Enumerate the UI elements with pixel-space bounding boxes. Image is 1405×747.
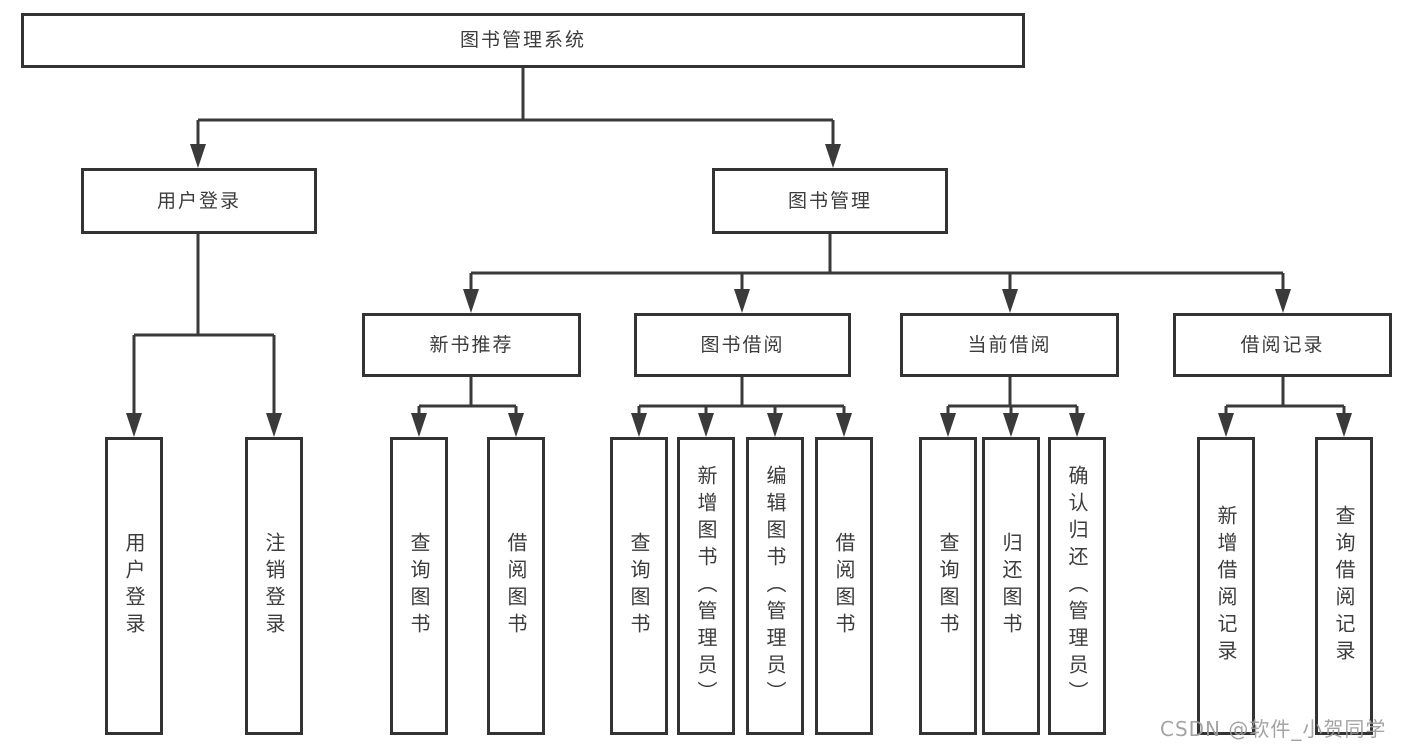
node-label: 图书借阅	[700, 333, 785, 356]
node-label: 查询图书	[627, 532, 651, 640]
node-label: 编辑图书（管理员）	[763, 464, 787, 708]
node-label: 新增图书（管理员）	[694, 464, 718, 708]
leaf-query-books-borrow: 查询图书	[610, 437, 668, 735]
node-label: 借阅图书	[832, 532, 856, 640]
node-label: 用户登录	[156, 189, 241, 212]
node-user-login: 用户登录	[81, 168, 317, 234]
node-current-borrowing: 当前借阅	[900, 313, 1119, 377]
watermark: CSDN @软件_小贺同学	[1160, 717, 1387, 741]
leaf-borrow-books: 借阅图书	[815, 437, 873, 735]
node-label: 归还图书	[999, 532, 1023, 640]
node-label: 查询图书	[407, 532, 431, 640]
node-borrowing-records: 借阅记录	[1173, 313, 1392, 377]
leaf-add-books-admin: 新增图书（管理员）	[677, 437, 735, 735]
node-label: 图书管理系统	[459, 29, 586, 51]
leaf-confirm-return-admin: 确认归还（管理员）	[1048, 437, 1106, 735]
leaf-query-books-current: 查询图书	[919, 437, 977, 735]
leaf-user-login: 用户登录	[105, 437, 163, 735]
node-library-management-system: 图书管理系统	[21, 13, 1025, 68]
node-label: 新书推荐	[429, 333, 514, 356]
node-label: 用户登录	[122, 532, 146, 640]
leaf-query-books-recommend: 查询图书	[390, 437, 448, 735]
node-label: 借阅记录	[1240, 333, 1325, 356]
node-book-borrowing: 图书借阅	[634, 313, 851, 377]
node-label: 确认归还（管理员）	[1065, 464, 1089, 708]
node-label: 查询借阅记录	[1332, 505, 1356, 667]
node-book-management: 图书管理	[712, 168, 948, 234]
node-label: 借阅图书	[504, 532, 528, 640]
leaf-edit-books-admin: 编辑图书（管理员）	[746, 437, 804, 735]
leaf-query-borrow-record: 查询借阅记录	[1315, 437, 1373, 735]
node-label: 图书管理	[787, 189, 872, 212]
node-new-book-recommendation: 新书推荐	[362, 313, 581, 377]
node-label: 新增借阅记录	[1214, 505, 1238, 667]
leaf-add-borrow-record: 新增借阅记录	[1197, 437, 1255, 735]
node-label: 当前借阅	[967, 333, 1052, 356]
leaf-borrow-books-recommend: 借阅图书	[487, 437, 545, 735]
node-label: 注销登录	[262, 532, 286, 640]
leaf-return-books: 归还图书	[982, 437, 1040, 735]
arrowheads	[126, 144, 1352, 437]
leaf-logout: 注销登录	[245, 437, 303, 735]
node-label: 查询图书	[936, 532, 960, 640]
